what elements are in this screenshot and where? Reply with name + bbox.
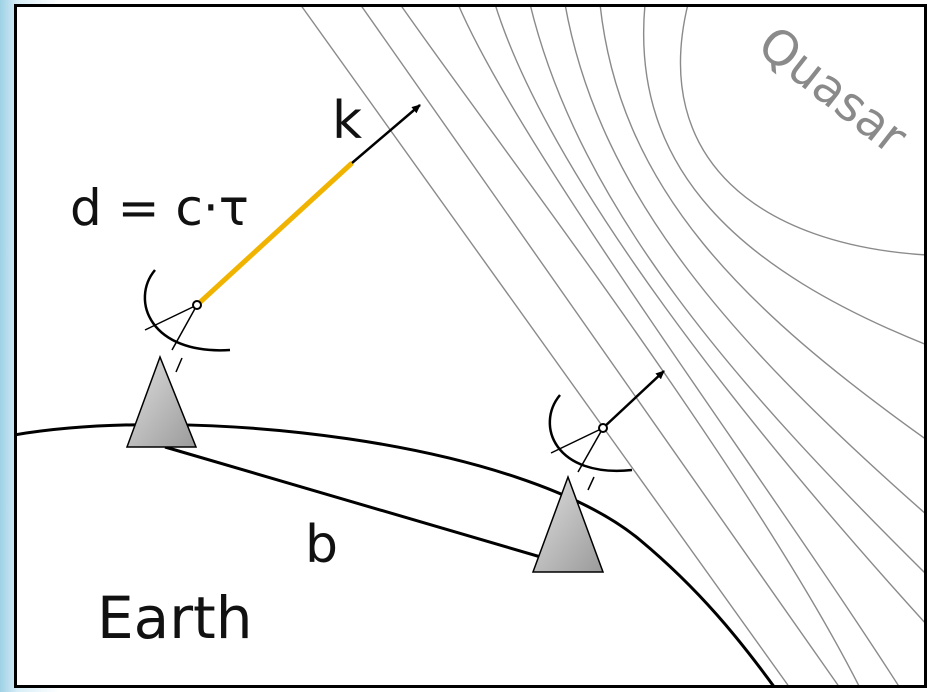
antenna-base-left <box>125 354 198 448</box>
wavefront-9 <box>359 4 841 688</box>
wavefront-arc-4 <box>564 4 927 516</box>
dish-right <box>548 394 633 473</box>
wavefront-arc-3 <box>599 4 927 441</box>
diagram-panel <box>14 4 927 688</box>
label-baseline: b <box>305 515 338 575</box>
wavefront-6 <box>494 4 927 626</box>
label-earth: Earth <box>97 584 253 652</box>
label-delay: d = c·τ <box>70 179 249 237</box>
label-k: k <box>332 91 362 151</box>
feed-left <box>192 300 202 310</box>
dish-left <box>143 269 231 352</box>
wavefront-8 <box>399 4 861 688</box>
antenna-right <box>531 370 665 573</box>
k-arrow <box>351 104 421 164</box>
wavefront-lines <box>299 4 927 688</box>
k-arrow-right <box>602 370 665 429</box>
wavefront-arc-inner <box>679 4 927 256</box>
antenna-left <box>125 269 231 448</box>
wavefront-10 <box>299 4 791 688</box>
delay-line <box>195 161 354 307</box>
baseline-line <box>164 445 569 567</box>
diagram-frame <box>14 4 927 688</box>
feed-right <box>598 423 608 433</box>
wavefront-5 <box>529 4 927 576</box>
antenna-base-right <box>531 474 605 573</box>
wavefront-7 <box>457 4 901 688</box>
wavefront-arc-2 <box>643 4 927 346</box>
